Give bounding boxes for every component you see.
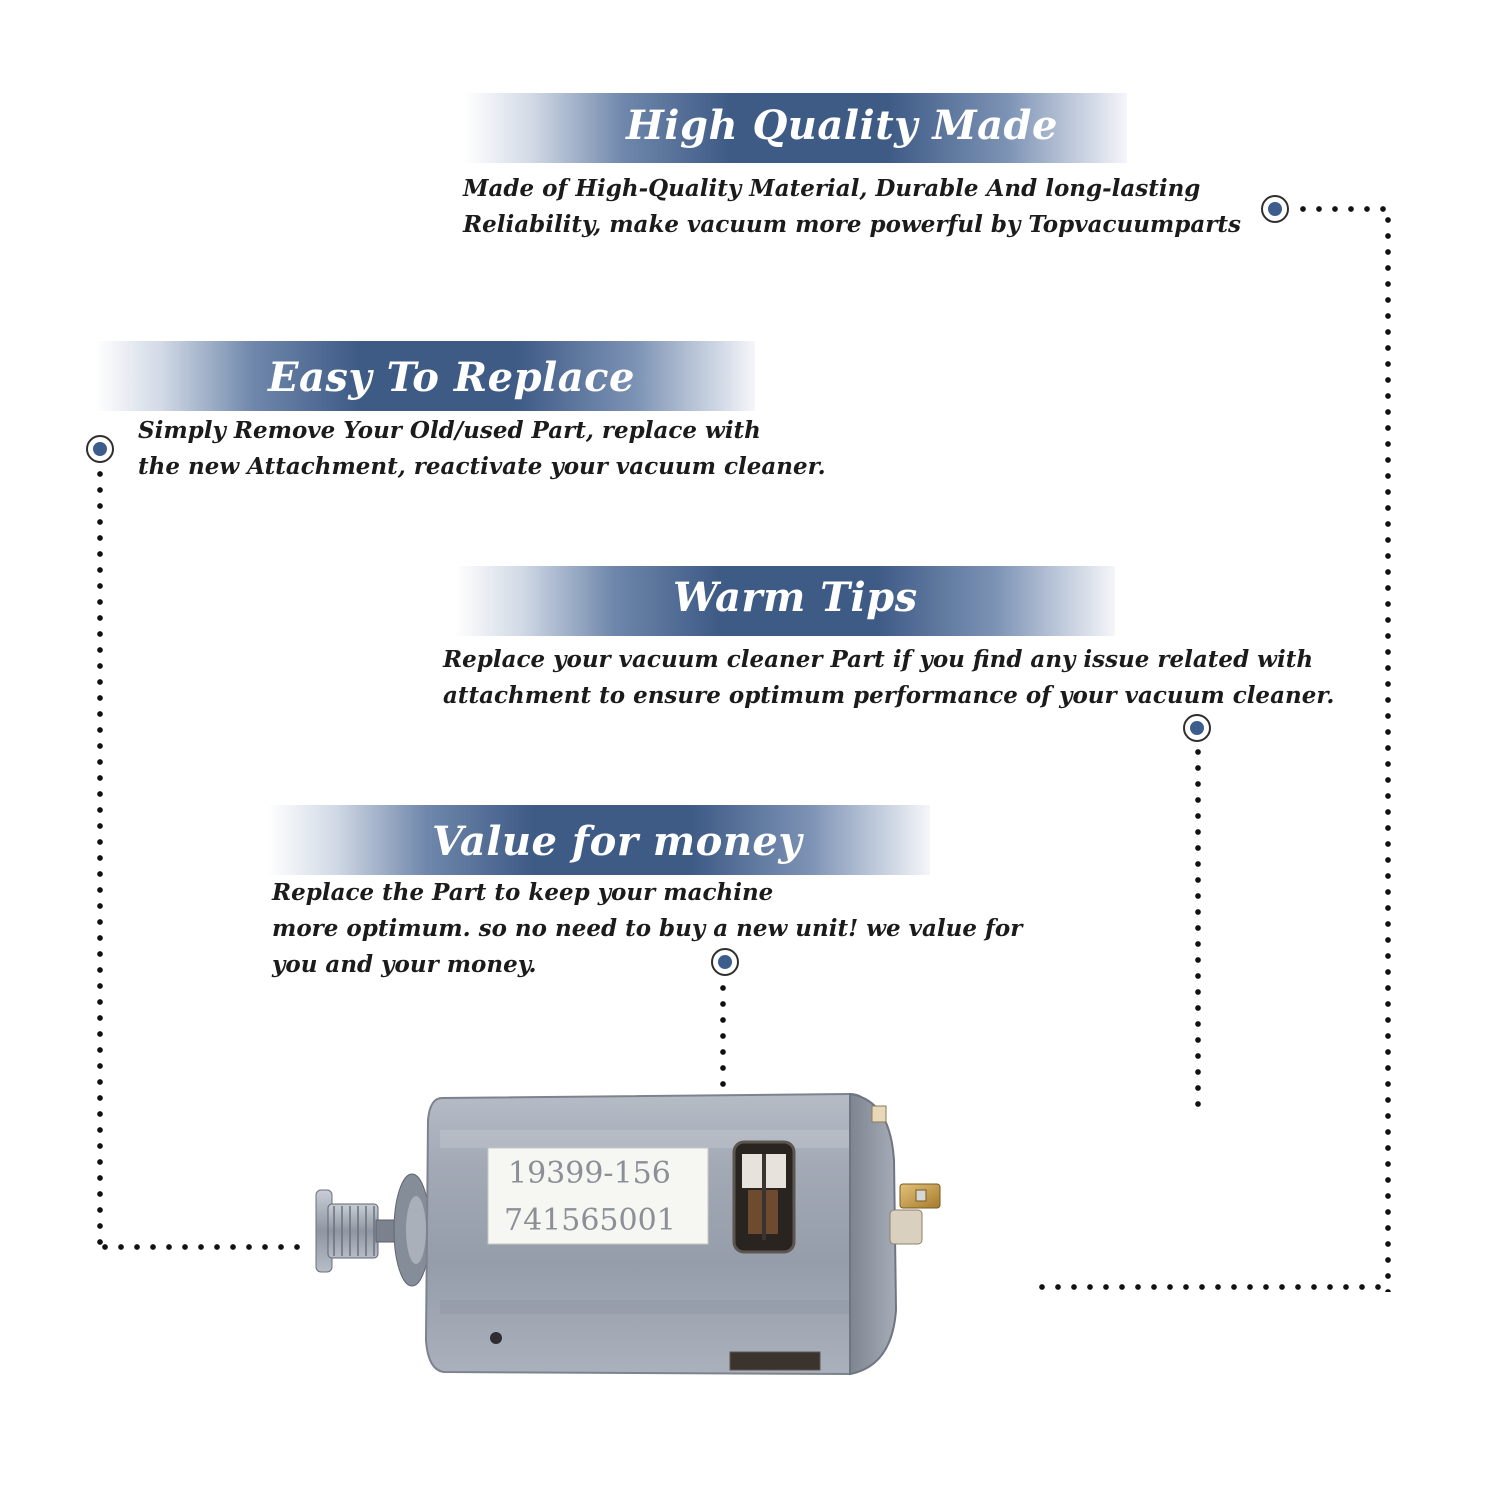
title-warm-tips: Warm Tips bbox=[673, 574, 918, 621]
banner-high-quality bbox=[465, 93, 1127, 163]
bullet-marker-icon bbox=[711, 948, 739, 976]
connector-dotted-line bbox=[1034, 1284, 1391, 1290]
title-value-money: Value for money bbox=[432, 818, 803, 865]
desc-line: Made of High-Quality Material, Durable A… bbox=[463, 175, 1201, 202]
product-label-serial: 741565001 bbox=[504, 1203, 676, 1238]
banner-easy-replace bbox=[95, 341, 755, 411]
desc-value-money: Replace the Part to keep your machine mo… bbox=[272, 875, 1022, 983]
desc-warm-tips: Replace your vacuum cleaner Part if you … bbox=[443, 642, 1334, 714]
bullet-marker-icon bbox=[86, 435, 114, 463]
desc-line: attachment to ensure optimum performance… bbox=[443, 682, 1335, 709]
desc-line: Reliability, make vacuum more powerful b… bbox=[463, 211, 1241, 238]
desc-easy-replace: Simply Remove Your Old/used Part, replac… bbox=[138, 413, 826, 485]
product-label-code: 19399-156 bbox=[508, 1156, 671, 1191]
banner-warm-tips bbox=[455, 566, 1115, 636]
desc-line: Replace the Part to keep your machine bbox=[272, 879, 774, 906]
desc-line: more optimum. so no need to buy a new un… bbox=[272, 915, 1023, 942]
desc-line: you and your money. bbox=[272, 951, 537, 978]
connector-dotted-line bbox=[1195, 744, 1201, 1108]
title-easy-replace: Easy To Replace bbox=[268, 354, 635, 401]
desc-line: the new Attachment, reactivate your vacu… bbox=[138, 453, 826, 480]
desc-line: Simply Remove Your Old/used Part, replac… bbox=[138, 417, 761, 444]
connector-dotted-line bbox=[720, 980, 726, 1092]
product-label bbox=[487, 1147, 709, 1245]
banner-value-money bbox=[268, 805, 930, 875]
connector-dotted-line bbox=[1385, 212, 1391, 1292]
connector-dotted-line bbox=[97, 466, 103, 1252]
connector-dotted-line bbox=[1295, 206, 1391, 212]
title-high-quality: High Quality Made bbox=[626, 102, 1058, 149]
gear-pinion bbox=[315, 1189, 407, 1273]
motor-product-image: 19399-156 741565001 bbox=[315, 1092, 941, 1376]
connector-dotted-line bbox=[97, 1244, 301, 1250]
desc-line: Replace your vacuum cleaner Part if you … bbox=[443, 646, 1314, 673]
bullet-marker-icon bbox=[1261, 195, 1289, 223]
desc-high-quality: Made of High-Quality Material, Durable A… bbox=[463, 171, 1241, 243]
bullet-marker-icon bbox=[1183, 714, 1211, 742]
